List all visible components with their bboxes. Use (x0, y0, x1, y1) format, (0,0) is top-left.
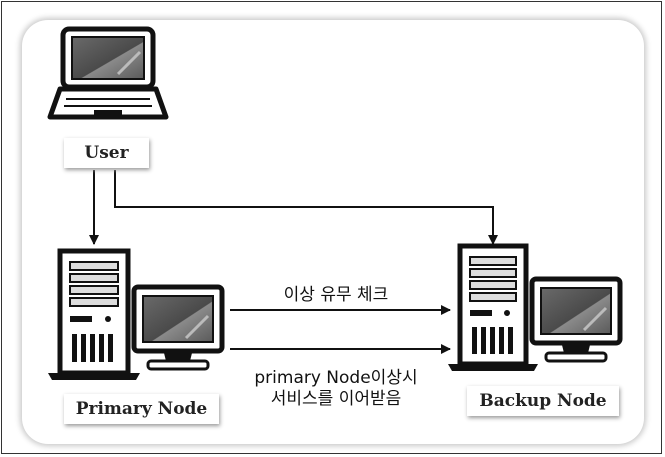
laptop-icon (47, 26, 169, 120)
user-to-backup-arrow (114, 170, 498, 245)
user-label: User (64, 138, 149, 168)
primary-node-label: Primary Node (64, 394, 219, 424)
backup-monitor-icon (529, 276, 623, 363)
failover-label-line2: 서비스를 이어받음 (270, 389, 402, 409)
backup-node-label: Backup Node (467, 386, 619, 416)
failover-label-line1: primary Node이상시 (254, 368, 418, 388)
primary-monitor-icon (131, 284, 225, 371)
primary-server-icon (48, 248, 140, 380)
health-check-label: 이상 유무 체크 (283, 285, 389, 305)
backup-server-icon (448, 243, 538, 371)
